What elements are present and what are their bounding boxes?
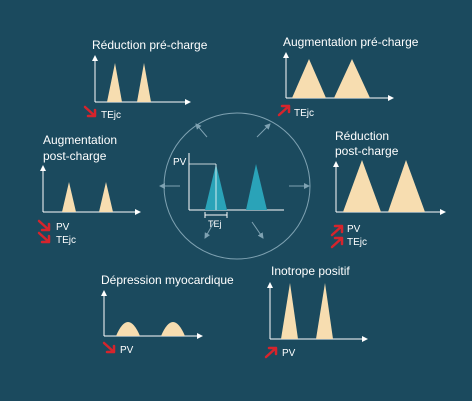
indicator-label: TEjc	[294, 108, 314, 119]
indicator-label: PV	[56, 222, 70, 233]
panel-reduction-precharge: Réduction pré-charge TEjc	[83, 38, 208, 121]
peak-1	[343, 160, 381, 212]
indicator-label: PV	[120, 345, 134, 356]
arrow-down-icon	[37, 219, 51, 232]
peak-2	[334, 59, 370, 98]
panel-title-line2: post-charge	[43, 149, 107, 163]
panel-title-line1: Augmentation	[43, 133, 117, 147]
peak-1	[107, 63, 122, 102]
peak-2	[388, 160, 425, 212]
peak-1	[116, 322, 140, 336]
arrow-up-icon	[330, 224, 344, 237]
arrow-down-icon	[83, 105, 97, 118]
peak-1	[292, 59, 326, 98]
peak-2	[137, 63, 151, 102]
arrow-bottom-left	[204, 221, 215, 239]
arrow-top-left	[195, 123, 208, 138]
arrow-down-icon	[37, 231, 51, 244]
indicator-label: PV	[282, 348, 296, 359]
indicator-label: TEjc	[347, 237, 367, 248]
panel-title: Dépression myocardique	[101, 273, 234, 287]
panel-augmentation-precharge: Augmentation pré-charge TEjc	[277, 35, 419, 119]
peak-2	[316, 283, 333, 339]
arrow-up-icon	[277, 104, 291, 117]
panel-reduction-postcharge: Réduction post-charge PV TEjc	[330, 129, 446, 249]
center-tej-label: TEj	[208, 219, 222, 229]
peak-1	[62, 182, 76, 212]
panel-title: Augmentation pré-charge	[283, 35, 419, 49]
arrow-up-icon	[264, 346, 278, 359]
center-circle	[163, 112, 311, 260]
peak-2	[99, 182, 113, 212]
center-peak-2	[246, 164, 267, 210]
center-panel: PV TEj	[159, 112, 311, 260]
panel-depression-myocardique: Dépression myocardique PV	[101, 273, 234, 356]
panel-title-line2: post-charge	[335, 144, 399, 158]
panel-title: Réduction pré-charge	[92, 38, 208, 52]
peak-1	[281, 283, 298, 339]
center-pv-label: PV	[173, 157, 187, 168]
indicator-label: PV	[347, 224, 361, 235]
arrow-up-icon	[330, 236, 344, 249]
panel-title-line1: Réduction	[335, 129, 389, 143]
arrow-bottom-right	[251, 221, 264, 239]
arrow-down-icon	[102, 341, 116, 354]
indicator-label: TEjc	[56, 235, 76, 246]
peak-2	[161, 322, 185, 336]
panel-augmentation-postcharge: Augmentation post-charge PV TEjc	[37, 133, 141, 246]
indicator-label: TEjc	[101, 110, 121, 121]
panel-title: Inotrope positif	[271, 264, 350, 278]
arrow-top-right	[256, 123, 271, 138]
panel-inotrope-positif: Inotrope positif PV	[264, 264, 368, 359]
